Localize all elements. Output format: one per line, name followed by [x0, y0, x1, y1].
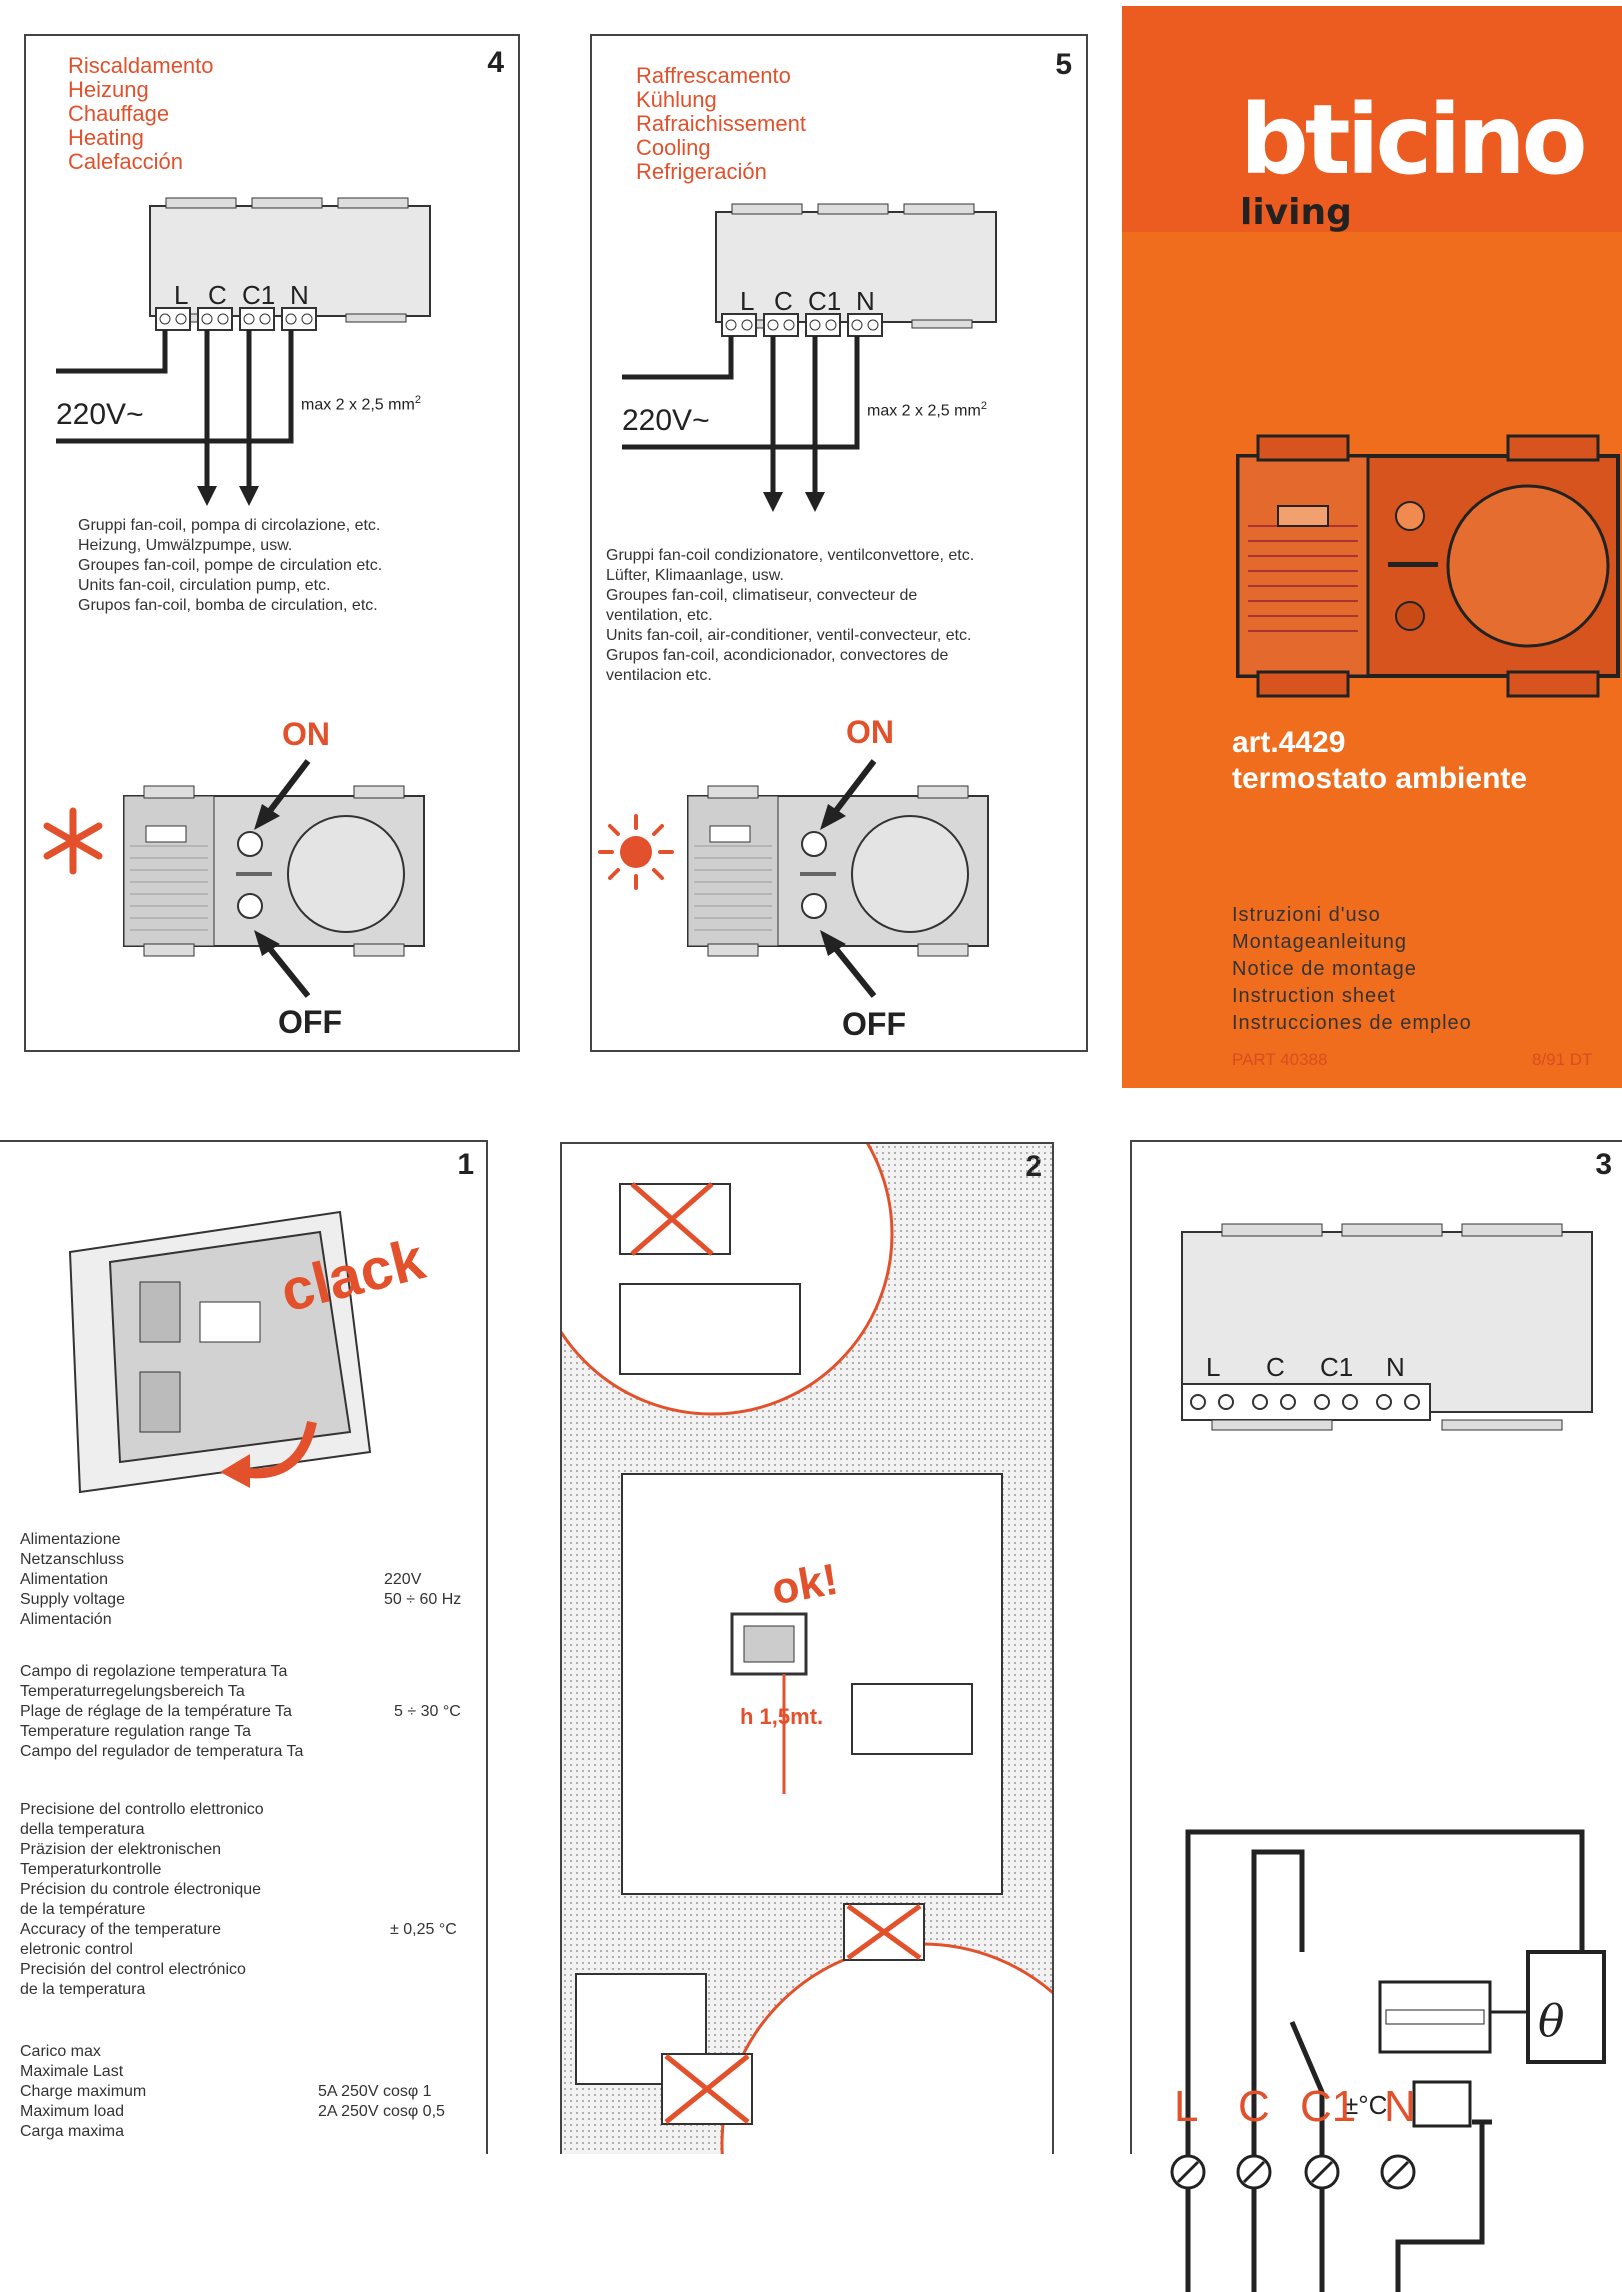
terminal-label-c: C — [1266, 1352, 1285, 1382]
cover-header — [1122, 6, 1622, 232]
title-en: Cooling — [636, 135, 711, 160]
on-label: ON — [282, 716, 330, 752]
product-name: termostato ambiente — [1232, 762, 1528, 795]
panel-number: 3 — [1595, 1148, 1612, 1181]
terminal-label-l: L — [174, 280, 189, 310]
screw-terminals — [1170, 2154, 1416, 2190]
panel-4-heating: 4 Riscaldamento Heizung Chauffage Heatin… — [24, 34, 520, 1052]
title-es: Calefacción — [68, 149, 183, 174]
article-number: art.4429 — [1232, 726, 1346, 759]
brand-logo: bticino — [1240, 84, 1588, 196]
max-section-label: max 2 x 2,5 mm2 — [301, 394, 421, 414]
date-code: 8/91 DT — [1532, 1050, 1593, 1069]
panel-number: 1 — [457, 1148, 474, 1181]
title-fr: Rafraichissement — [636, 111, 806, 136]
panel-5-cooling: 5 Raffrescamento Kühlung Rafraichissemen… — [590, 34, 1088, 1052]
terminal-label-c: C — [208, 280, 227, 310]
title-de: Kühlung — [636, 87, 717, 112]
terminal-label-n: N — [1386, 1352, 1405, 1382]
room-illustration — [562, 1144, 1052, 2154]
theta-label: θ — [1538, 1996, 1565, 2047]
max-section-label: max 2 x 2,5 mm2 — [867, 400, 987, 420]
title-it: Riscaldamento — [68, 53, 214, 78]
terminal-block — [1181, 1223, 1593, 1431]
bottom-terminal-c1: C1 — [1300, 2082, 1357, 2131]
terminal-label-c1: C1 — [242, 280, 276, 310]
off-arrow — [254, 930, 311, 998]
on-arrow — [820, 759, 877, 830]
terminal-label-l: L — [1206, 1352, 1221, 1382]
snowflake-icon — [43, 807, 103, 875]
temp-offset-label: ±°C — [1344, 2090, 1388, 2120]
bottom-terminal-n: N — [1384, 2082, 1416, 2131]
thermostat-device — [687, 785, 989, 957]
panel-number: 4 — [487, 46, 504, 79]
bottom-terminal-c: C — [1238, 2082, 1270, 2131]
terminal-label-c1: C1 — [1320, 1352, 1354, 1382]
wiring-diagram — [622, 203, 997, 512]
thermostat-device — [123, 785, 425, 957]
panel-titles: Raffrescamento Kühlung Rafraichissement … — [636, 64, 806, 184]
off-label: OFF — [278, 1004, 342, 1040]
manual-titles: Istruzioni d'uso Montageanleitung Notice… — [1232, 904, 1472, 1034]
bottom-terminal-l: L — [1174, 2082, 1199, 2131]
terminal-label-n: N — [856, 286, 875, 316]
part-number: PART 40388 — [1232, 1050, 1328, 1069]
mounting-illustration — [68, 1210, 372, 1494]
title-it: Raffrescamento — [636, 63, 791, 88]
panel-3-schematic: 3 L C C1 N θ ±°C — [1130, 1140, 1622, 2292]
title-en: Heating — [68, 125, 144, 150]
off-label: OFF — [842, 1006, 906, 1042]
spec-accuracy-value: ± 0,25 °C — [390, 1921, 457, 1938]
circuit-schematic — [1185, 1829, 1606, 2292]
title-fr: Chauffage — [68, 101, 170, 126]
sun-icon — [598, 814, 674, 890]
load-caption: Gruppi fan-coil condizionatore, ventilco… — [606, 547, 975, 684]
cover-panel: bticino living art.4429 termostato ambie… — [1122, 6, 1622, 1088]
product-illustration — [1236, 434, 1620, 698]
terminal-label-n: N — [290, 280, 309, 310]
panel-2-placement: 2 ok! h 1,5mt. — [560, 1142, 1054, 2154]
sub-brand-logo: living — [1240, 192, 1352, 233]
panel-titles: Riscaldamento Heizung Chauffage Heating … — [68, 54, 214, 174]
on-label: ON — [846, 714, 894, 750]
title-es: Refrigeración — [636, 159, 767, 184]
voltage-label: 220V~ — [622, 404, 710, 437]
voltage-label: 220V~ — [56, 398, 144, 431]
load-caption: Gruppi fan-coil, pompa di circolazione, … — [78, 517, 383, 614]
panel-number: 5 — [1055, 48, 1072, 81]
wiring-diagram — [56, 197, 431, 506]
terminal-label-c1: C1 — [808, 286, 842, 316]
spec-range-value: 5 ÷ 30 °C — [394, 1703, 461, 1720]
terminal-label-l: L — [740, 286, 755, 316]
off-arrow — [820, 930, 877, 998]
terminal-label-c: C — [774, 286, 793, 316]
title-de: Heizung — [68, 77, 149, 102]
on-arrow — [254, 759, 311, 830]
height-label: h 1,5mt. — [740, 1704, 824, 1729]
